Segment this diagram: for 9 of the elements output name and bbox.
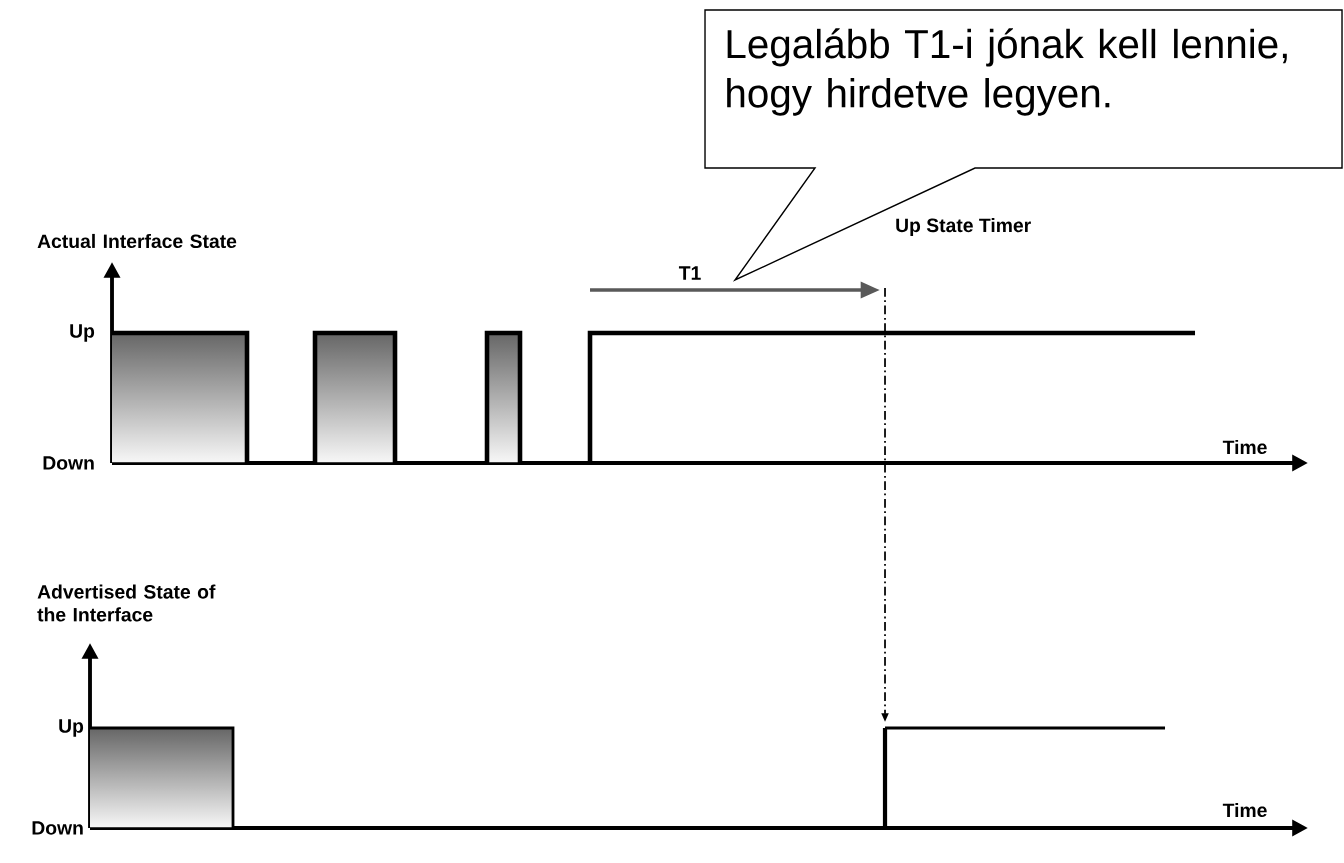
axis-label: Down xyxy=(43,456,94,470)
axis-label: Actual Interface State xyxy=(37,233,237,249)
axis-label: Up xyxy=(70,324,95,342)
axis-label: Advertised State of the Interface xyxy=(37,584,216,622)
axis-label: Down xyxy=(32,821,83,835)
axis-label: Up State Timer xyxy=(896,218,1031,236)
axis-label: Time xyxy=(1222,802,1267,818)
axis-label: Time xyxy=(1222,439,1267,455)
axis-label: Up xyxy=(59,719,84,737)
